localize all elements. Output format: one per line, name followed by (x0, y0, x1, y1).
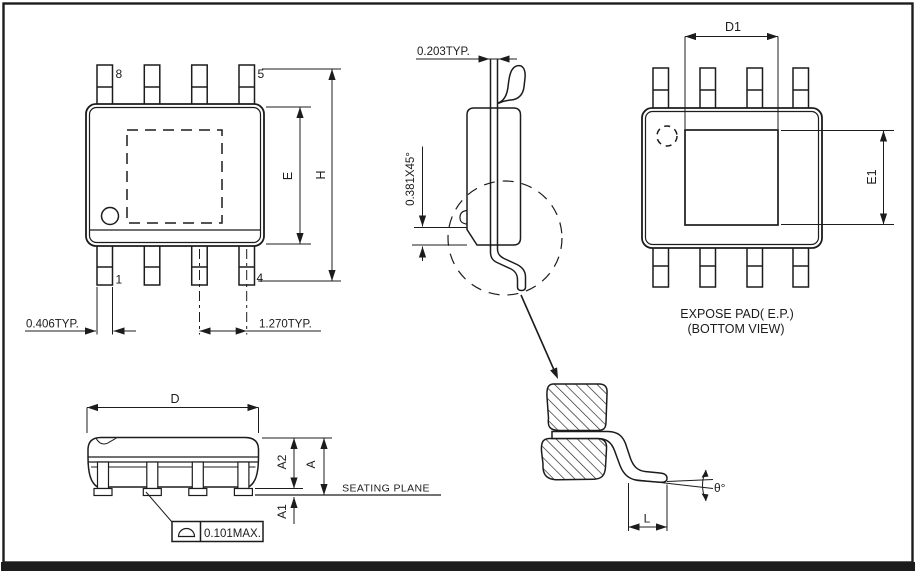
bottom-view: D1 E1 EXPOSE PAD( E.P.) (BOTTOM VIEW) (641, 20, 894, 336)
gull-wing-lead (551, 430, 668, 484)
dim-E: E (266, 106, 311, 245)
front-view-cap (87, 436, 260, 457)
pin1-indicator-dashed (656, 125, 678, 147)
seating-plane-label: SEATING PLANE (342, 483, 430, 495)
pin4-label: 4 (257, 271, 264, 285)
body-section-lower (540, 437, 608, 481)
pin8-label: 8 (116, 67, 123, 81)
dim-A1: A1 (275, 497, 298, 524)
dim-A: A (304, 438, 328, 495)
dim-H-label: H (314, 170, 328, 179)
top-view-body (85, 103, 265, 268)
dim-A2-label: A2 (275, 454, 289, 469)
lead-detail-view: L θ° (540, 383, 726, 531)
dim-pitch-label: 1.270TYP. (259, 319, 312, 331)
mold-mark (95, 437, 117, 445)
dim-L: L (628, 483, 668, 531)
dim-lead-width: 0.406TYP. (25, 287, 136, 335)
dim-D1-label: D1 (725, 20, 741, 34)
body-section-upper (546, 383, 608, 432)
dim-E1-label: E1 (865, 169, 879, 184)
dim-H: H (258, 68, 341, 282)
dim-lead-width-label: 0.406TYP. (26, 319, 79, 331)
side-view-lead (489, 59, 527, 292)
expose-pad-caption: EXPOSE PAD( E.P.) (680, 307, 793, 321)
front-view-shell (87, 456, 260, 488)
front-view: D A2 A A1 SEATING PLANE 0.101MAX. (86, 392, 441, 543)
dim-lead-thickness: 0.203TYP. (416, 46, 517, 63)
dim-D: D (86, 392, 259, 433)
pin5-label: 5 (258, 67, 265, 81)
dim-chamfer-label: 0.381X45° (405, 152, 417, 206)
pin1-indicator-dot (100, 206, 120, 226)
dim-pitch: 1.270TYP. (199, 249, 321, 335)
seating-plane-symbol-icon (177, 527, 196, 538)
dim-theta-label: θ° (714, 481, 726, 495)
side-view-dimple (459, 209, 468, 225)
detail-zoom-circle (447, 180, 563, 296)
dim-lead-thickness-label: 0.203TYP. (417, 46, 470, 58)
top-view: 8 5 1 4 E H 0.406TYP. (25, 64, 341, 335)
bottom-view-body (641, 107, 823, 267)
detail-leader-arrow (520, 294, 558, 379)
exposed-pad (684, 129, 779, 226)
exposed-pad-hidden-outline (126, 129, 223, 224)
dim-A2: A2 (255, 437, 332, 489)
coplanarity-value: 0.101MAX. (204, 528, 261, 540)
bottom-view-caption: (BOTTOM VIEW) (688, 322, 785, 336)
dim-A1-label: A1 (275, 504, 289, 519)
dim-E1: E1 (781, 130, 894, 225)
dim-chamfer: 0.381X45° (405, 146, 467, 261)
side-view: 0.203TYP. 0.381X45° (405, 46, 563, 379)
pin1-label: 1 (116, 273, 123, 287)
dim-theta: θ° (633, 469, 726, 502)
coplanarity-callout: 0.101MAX. (145, 491, 264, 543)
dim-E-label: E (281, 172, 295, 180)
front-view-leads (93, 461, 253, 497)
side-view-body (466, 107, 522, 246)
dim-A-label: A (304, 460, 318, 468)
seating-plane: SEATING PLANE (255, 483, 441, 496)
dim-D-label: D (170, 392, 179, 406)
dim-L-label: L (644, 512, 651, 526)
dim-D1: D1 (684, 20, 779, 129)
